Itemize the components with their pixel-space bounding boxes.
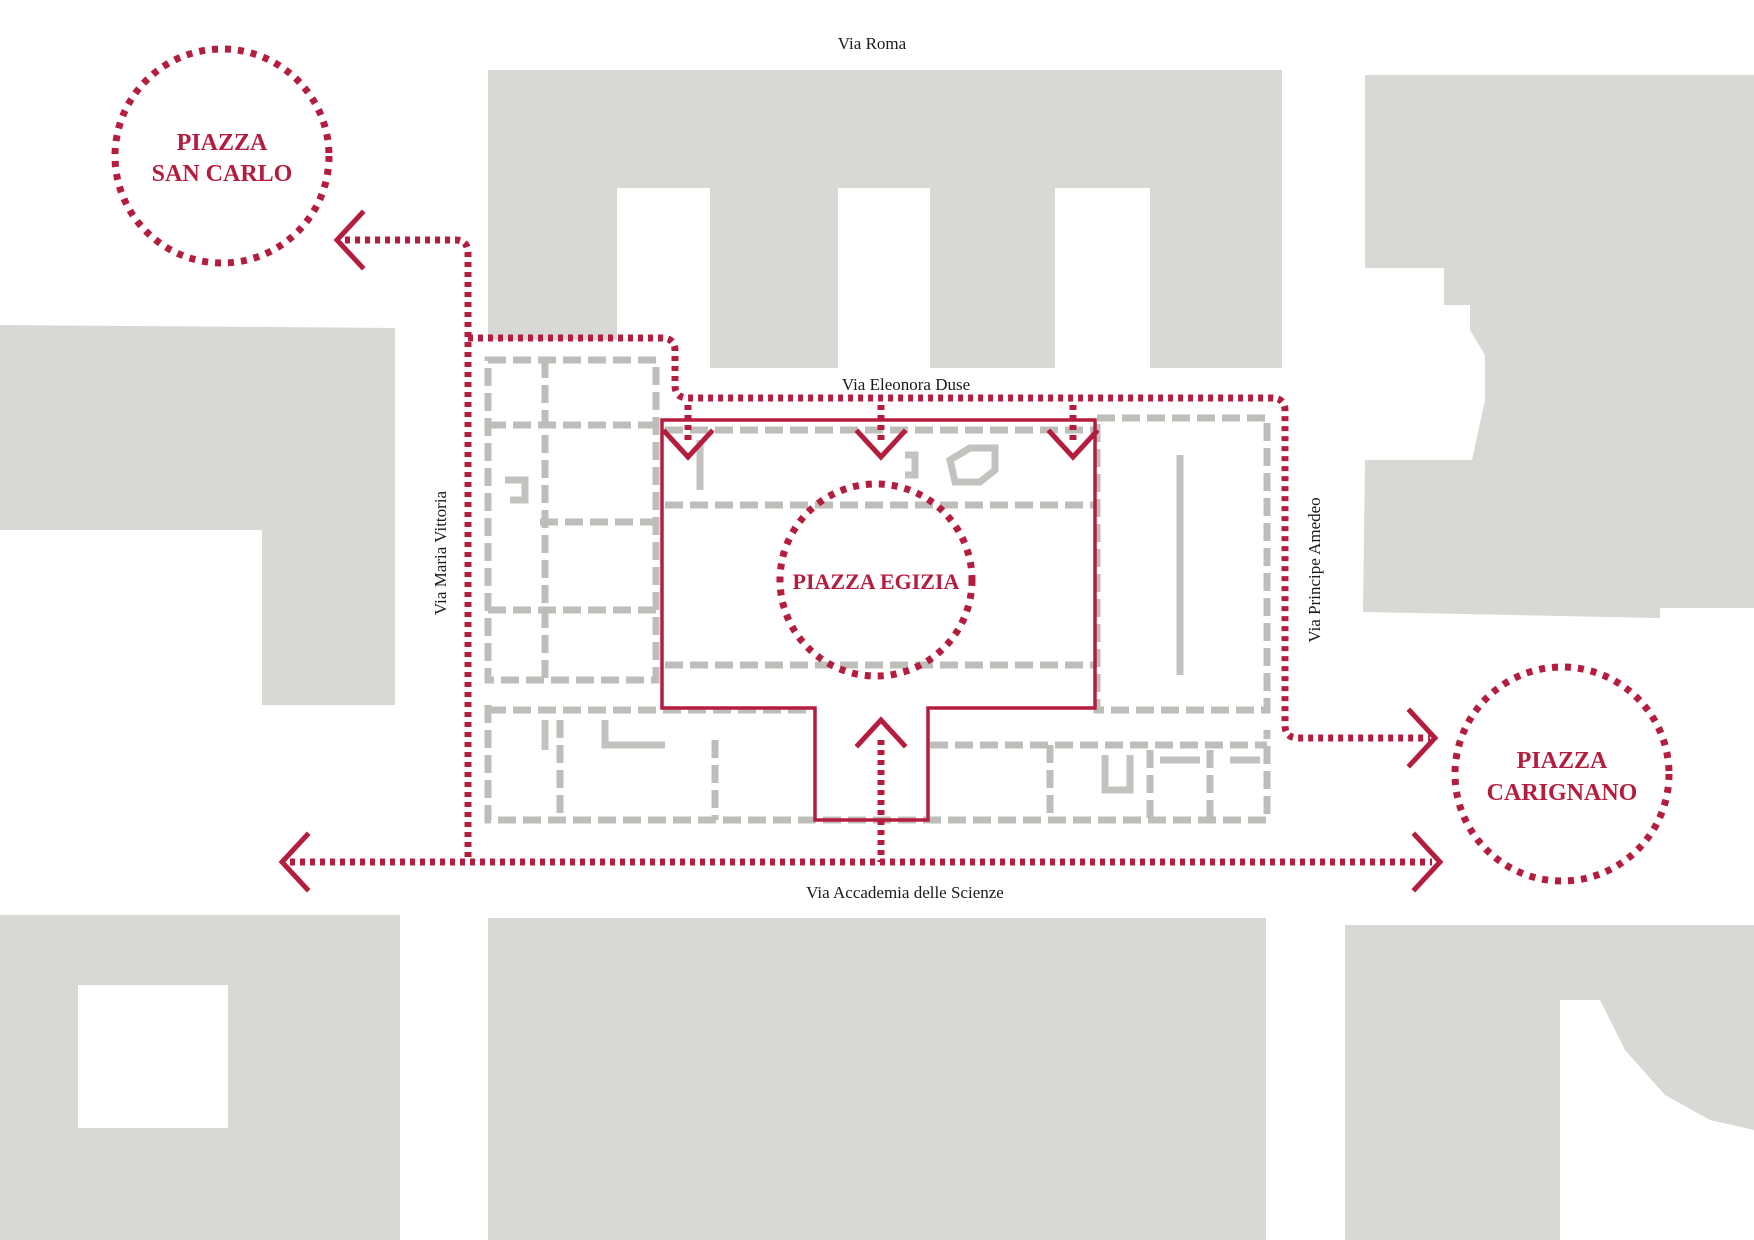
label-piazza-san-carlo-line2: SAN CARLO — [152, 161, 293, 187]
label-piazza-carignano-line2: CARIGNANO — [1487, 780, 1638, 806]
plan-south-interior — [488, 706, 1267, 820]
block-west-upper — [0, 325, 395, 705]
route-arrows — [278, 209, 1444, 893]
block-north-east — [1363, 75, 1754, 618]
label-piazza-egizia: PIAZZA EGIZIA — [793, 569, 960, 594]
block-south-center — [488, 918, 1266, 1240]
pedestrian-routes — [290, 236, 1432, 866]
arrow-west-san-carlo — [333, 209, 366, 271]
block-north-center — [488, 70, 1282, 368]
label-via-principe-amedeo: Via Principe Amedeo — [1305, 497, 1324, 642]
plan-south-details — [541, 720, 1260, 794]
arrow-west-accademia — [278, 831, 311, 893]
plan-outer-east-wing — [1093, 414, 1271, 714]
arrow-down-entrance-center — [854, 428, 908, 461]
ring-piazza-san-carlo — [111, 45, 333, 267]
piazza-markers — [111, 45, 1673, 885]
museum-courtyard-outline — [660, 418, 1097, 822]
block-south-east — [1345, 925, 1754, 1240]
route-to-san-carlo — [345, 236, 472, 862]
arrow-down-entrance-west — [661, 428, 715, 461]
arrow-east-accademia — [1411, 831, 1444, 893]
block-west-lower — [0, 915, 400, 1240]
ring-piazza-carignano — [1451, 663, 1673, 885]
label-piazza-san-carlo-line1: PIAZZA — [177, 130, 268, 156]
label-piazza-carignano-line1: PIAZZA — [1517, 748, 1608, 774]
label-via-roma: Via Roma — [838, 34, 907, 53]
label-via-eleonora-duse: Via Eleonora Duse — [842, 375, 970, 394]
route-north-loop — [468, 334, 1430, 742]
plan-small-rooms — [505, 440, 999, 504]
arrow-east-carignano — [1406, 707, 1439, 769]
label-via-accademia: Via Accademia delle Scienze — [806, 883, 1004, 902]
ring-piazza-egizia — [776, 480, 976, 680]
arrow-up-entrance-south — [854, 716, 908, 749]
city-blocks — [0, 70, 1754, 1240]
plan-west-interior-h — [488, 421, 656, 614]
label-via-maria-vittoria: Via Maria Vittoria — [431, 490, 450, 615]
arrow-down-entrance-east — [1046, 428, 1100, 461]
